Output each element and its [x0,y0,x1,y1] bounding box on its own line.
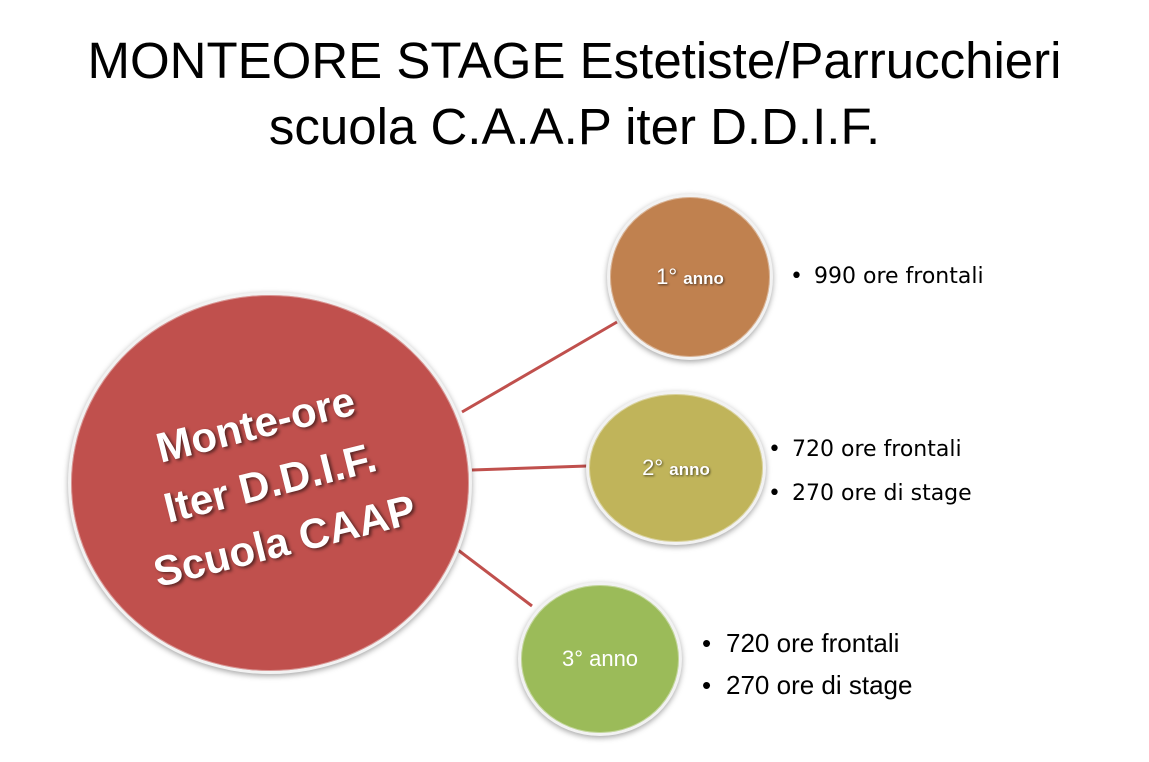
year-1-bullet-list: 990 ore frontali [788,262,984,292]
list-item: 270 ore di stage [700,664,912,706]
list-item: 270 ore di stage [766,472,972,516]
slide-title: MONTEORE STAGE Estetiste/Parrucchieri sc… [0,28,1149,160]
slide-title-line-1: MONTEORE STAGE Estetiste/Parrucchieri [87,32,1062,89]
year-3-label: 3° anno [561,646,639,671]
slide-title-line-2: scuola C.A.A.P iter D.D.I.F. [268,98,881,155]
year-3-circle: 3° anno [518,582,682,736]
connector-year-3 [457,548,533,608]
year-2-number: 2° [642,455,664,480]
year-1-label: 1° anno [656,264,724,290]
year-2-word: anno [669,460,710,479]
list-item: 990 ore frontali [788,262,984,292]
connector-year-1 [461,320,618,414]
connector-year-2 [471,464,588,472]
list-item: 720 ore frontali [700,622,912,664]
year-3-bullet-list: 720 ore frontali 270 ore di stage [700,622,912,706]
year-1-circle: 1° anno [607,194,773,360]
year-1-word: anno [683,269,724,288]
center-label: Monte-ore Iter D.D.I.F. Scuola CAAP [118,363,422,603]
list-item: 720 ore frontali [766,428,972,472]
center-circle: Monte-ore Iter D.D.I.F. Scuola CAAP [68,292,472,674]
year-2-label: 2° anno [642,455,710,481]
year-1-number: 1° [656,264,678,289]
year-2-circle: 2° anno [586,391,766,545]
year-2-bullet-list: 720 ore frontali 270 ore di stage [766,428,972,516]
